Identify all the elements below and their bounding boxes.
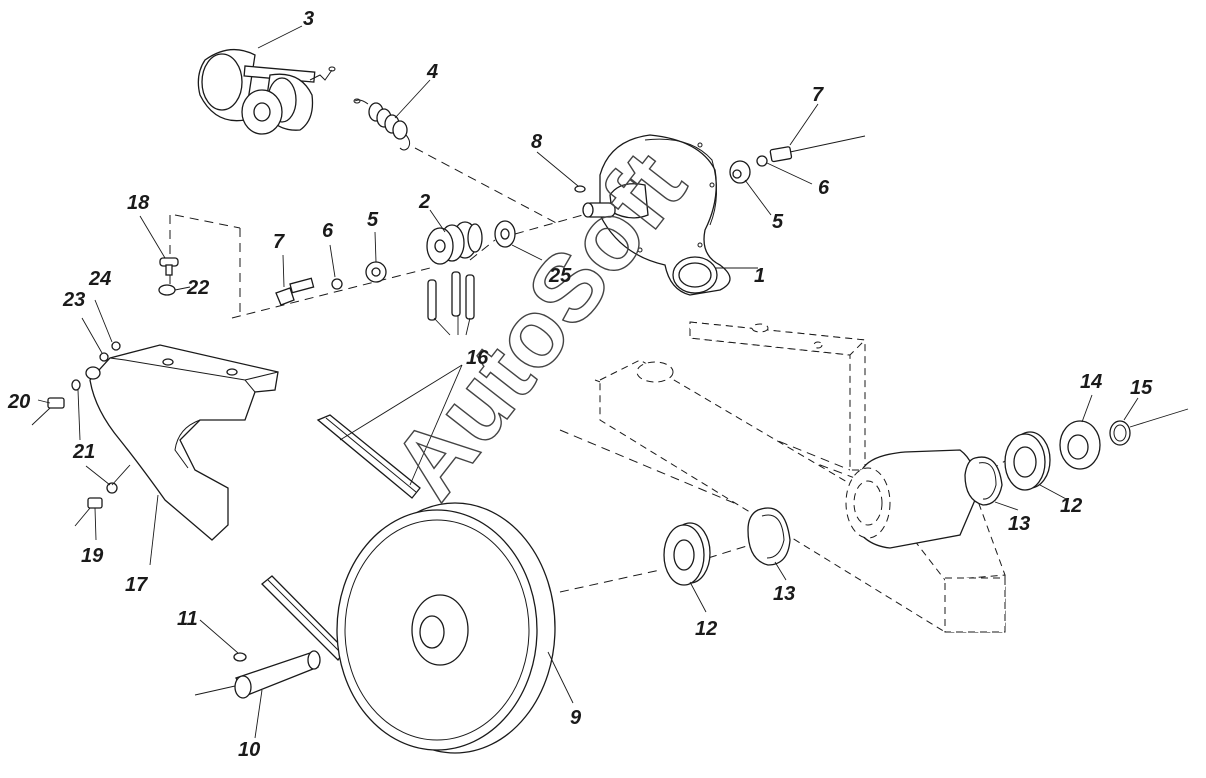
screw-part-18 xyxy=(158,257,179,296)
callout-3: 3 xyxy=(303,8,314,30)
belt-lower xyxy=(261,575,346,662)
callout-labels: 1 2 3 4 5 5 6 6 7 7 8 9 10 11 12 12 13 1… xyxy=(7,8,1153,761)
callout-14: 14 xyxy=(1080,371,1102,393)
callout-20: 20 xyxy=(7,391,30,413)
callout-2: 2 xyxy=(418,191,430,213)
fastener-right xyxy=(729,135,866,184)
callout-10: 10 xyxy=(238,739,260,761)
callout-17: 17 xyxy=(125,574,148,596)
belt-upper xyxy=(316,414,421,499)
key-part-8 xyxy=(574,185,586,193)
callout-13a: 13 xyxy=(773,583,795,605)
keys-part-16 xyxy=(427,271,475,321)
bearing-lower xyxy=(663,522,711,586)
callout-16: 16 xyxy=(466,347,489,369)
callout-24: 24 xyxy=(88,268,111,290)
callout-13b: 13 xyxy=(1008,513,1030,535)
large-pulley xyxy=(336,502,556,754)
small-fasteners xyxy=(31,341,121,527)
fan-housing xyxy=(582,134,731,296)
circlip-lower xyxy=(747,507,791,566)
tube-housing xyxy=(845,449,977,549)
small-pulley xyxy=(426,221,483,265)
callout-22: 22 xyxy=(186,277,209,299)
callout-23: 23 xyxy=(62,289,85,311)
pin-part-11 xyxy=(233,652,247,662)
tensioner-assembly xyxy=(197,48,336,135)
callout-18: 18 xyxy=(127,192,150,214)
callout-8: 8 xyxy=(531,131,543,153)
callout-11: 11 xyxy=(177,608,198,630)
callout-12a: 12 xyxy=(695,618,717,640)
callout-5b: 5 xyxy=(772,211,784,233)
callout-6a: 6 xyxy=(322,220,334,242)
bearing-upper xyxy=(1004,431,1051,491)
leader-lines xyxy=(37,25,1139,739)
callout-7b: 7 xyxy=(812,84,824,106)
circlip-upper xyxy=(964,456,1003,506)
fastener-left xyxy=(275,261,387,306)
shaft-part-10 xyxy=(194,650,321,699)
callout-15: 15 xyxy=(1130,377,1153,399)
belt-guard xyxy=(85,344,279,541)
callout-5a: 5 xyxy=(367,209,379,231)
callout-19: 19 xyxy=(81,545,104,567)
tension-spring xyxy=(353,98,411,151)
ring-part-15 xyxy=(1109,408,1189,446)
callout-1: 1 xyxy=(754,265,765,287)
callout-7a: 7 xyxy=(273,231,285,253)
seal-part-14 xyxy=(1059,420,1101,470)
callout-25: 25 xyxy=(548,265,572,287)
callout-6b: 6 xyxy=(818,177,830,199)
callout-21: 21 xyxy=(72,441,95,463)
callout-12b: 12 xyxy=(1060,495,1082,517)
washer-part-25 xyxy=(494,220,516,248)
callout-4: 4 xyxy=(426,61,438,83)
callout-9: 9 xyxy=(570,707,582,729)
